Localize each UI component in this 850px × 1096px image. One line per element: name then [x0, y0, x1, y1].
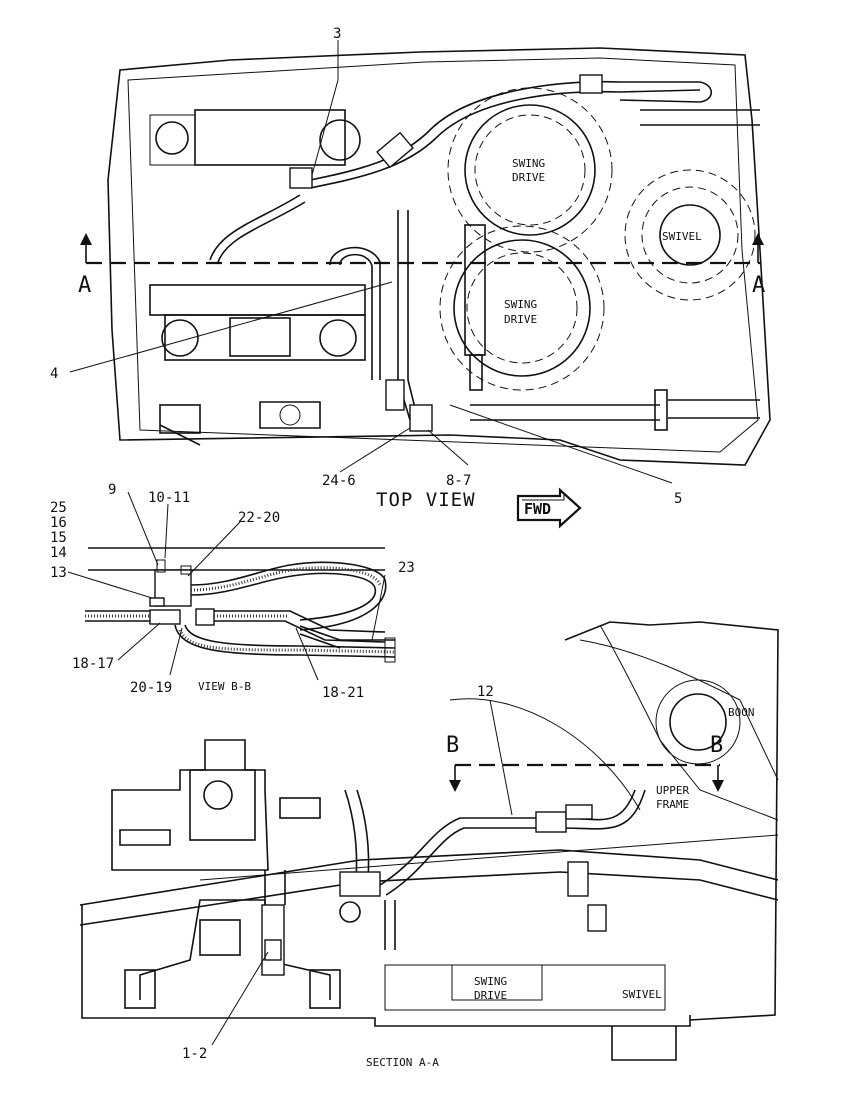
- callout-5: 5: [674, 491, 682, 507]
- callout-12: 12: [477, 684, 494, 700]
- callout-9: 9: [108, 482, 116, 498]
- upper-frame-label-line1: UPPER: [656, 784, 689, 797]
- callout-1-2: 1-2: [182, 1046, 207, 1062]
- forward-arrow-icon: FWD: [516, 487, 582, 529]
- top-view-title: TOP VIEW: [376, 489, 476, 511]
- callout-10-11: 10-11: [148, 490, 190, 506]
- callout-14: 14: [50, 545, 67, 561]
- callout-24-6: 24-6: [322, 473, 356, 489]
- callout-25: 25: [50, 500, 67, 516]
- callout-23: 23: [398, 560, 415, 576]
- section-aa: [79, 621, 779, 1061]
- callout-13: 13: [50, 565, 67, 581]
- section-aa-title: SECTION A-A: [366, 1056, 439, 1069]
- swing-drive-label-2-line1: SWING: [504, 298, 537, 311]
- section-marker-b-right: B: [710, 733, 723, 758]
- callout-4: 4: [50, 366, 58, 382]
- view-bb-title: VIEW B-B: [198, 680, 251, 693]
- swivel-label-top: SWIVEL: [662, 230, 702, 243]
- section-marker-b-left: B: [446, 733, 459, 758]
- callout-22-20: 22-20: [238, 510, 280, 526]
- top-view: [69, 40, 771, 484]
- swing-drive-section-line2: DRIVE: [474, 989, 507, 1002]
- swing-drive-label-1-line2: DRIVE: [512, 171, 545, 184]
- section-marker-a-left: A: [78, 273, 91, 298]
- callout-3: 3: [333, 26, 341, 42]
- swing-drive-section-line1: SWING: [474, 975, 507, 988]
- swing-drive-label-1-line1: SWING: [512, 157, 545, 170]
- fwd-label: FWD: [524, 500, 551, 518]
- callout-16: 16: [50, 515, 67, 531]
- callout-15: 15: [50, 530, 67, 546]
- boom-label: BOON: [728, 706, 755, 719]
- view-bb: [67, 491, 396, 681]
- swivel-section-label: SWIVEL: [622, 988, 662, 1001]
- section-marker-a-right: A: [752, 273, 765, 298]
- upper-frame-label-line2: FRAME: [656, 798, 689, 811]
- callout-18-21: 18-21: [322, 685, 364, 701]
- callout-8-7: 8-7: [446, 473, 471, 489]
- swing-drive-label-2-line2: DRIVE: [504, 313, 537, 326]
- callout-20-19: 20-19: [130, 680, 172, 696]
- callout-18-17: 18-17: [72, 656, 114, 672]
